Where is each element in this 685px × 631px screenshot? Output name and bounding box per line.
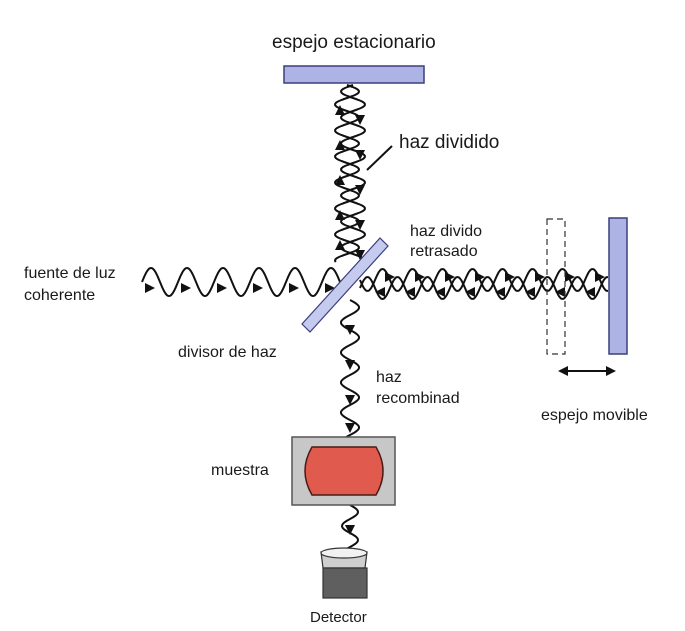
source-wave [141, 266, 341, 298]
beam-arrowheads [145, 105, 605, 535]
beam-arrowhead-28 [525, 287, 535, 297]
beam-arrowhead-21 [445, 272, 455, 282]
beam-arrowhead-6 [325, 283, 335, 293]
label-sample: muestra [211, 462, 269, 479]
label-stationary-mirror: espejo estacionario [272, 32, 436, 53]
label-beam-splitter: divisor de haz [178, 344, 277, 361]
beam-arrowhead-33 [345, 325, 355, 335]
beam-arrowhead-22 [435, 287, 445, 297]
beam-arrowhead-36 [345, 423, 355, 433]
mirror-travel-arrowhead-right [606, 366, 616, 376]
label-split-beam: haz dividido [399, 132, 499, 153]
label-detector: Detector [310, 609, 367, 626]
beam-arrowhead-17 [385, 272, 395, 282]
label-delayed-beam-2: retrasado [410, 243, 478, 260]
beam-arrowhead-1 [145, 283, 155, 293]
label-recombined-2: recombinad [376, 390, 460, 407]
beam-arrowhead-13 [335, 210, 345, 220]
beam-arrowhead-7 [335, 105, 345, 115]
beam-splitter [301, 237, 389, 333]
beam-arrowhead-37 [345, 525, 355, 535]
beam-arrowhead-5 [289, 283, 299, 293]
beam-arrowhead-31 [595, 272, 605, 282]
beam-arrowhead-20 [405, 287, 415, 297]
beam-arrowhead-34 [345, 360, 355, 370]
beam-arrowhead-23 [475, 272, 485, 282]
beam-arrowhead-30 [555, 287, 565, 297]
sample [304, 446, 384, 496]
beam-arrowhead-27 [535, 272, 545, 282]
beam-arrowhead-3 [217, 283, 227, 293]
detector-beam-wave [340, 504, 360, 553]
movable-mirror [608, 217, 628, 355]
beam-arrowhead-8 [355, 115, 365, 125]
beam-arrowhead-11 [335, 175, 345, 185]
beam-arrowhead-19 [415, 272, 425, 282]
beam-arrowhead-2 [181, 283, 191, 293]
beam-arrowhead-4 [253, 283, 263, 293]
beam-arrowhead-12 [355, 185, 365, 195]
label-source-2: coherente [24, 287, 95, 304]
label-delayed-beam-1: haz divido [410, 223, 482, 240]
label-movable-mirror: espejo movible [541, 407, 648, 424]
detector-body [322, 567, 368, 599]
beam-arrowhead-26 [495, 287, 505, 297]
beam-arrowhead-14 [355, 220, 365, 230]
label-source-1: fuente de luz [24, 265, 116, 282]
beam-arrowhead-15 [335, 240, 345, 250]
split-beam-leader [366, 145, 393, 171]
beam-arrowhead-10 [355, 150, 365, 160]
beam-arrowhead-25 [505, 272, 515, 282]
movable-mirror-ghost [546, 218, 566, 355]
label-recombined-1: haz [376, 369, 402, 386]
stationary-mirror [283, 65, 425, 84]
beam-arrowhead-32 [585, 287, 595, 297]
beam-arrowhead-29 [565, 272, 575, 282]
delayed-beam-wave-b [359, 276, 608, 300]
mirror-travel-arrowhead-left [558, 366, 568, 376]
beam-arrowhead-24 [465, 287, 475, 297]
split-beam-wave-a [334, 84, 360, 263]
recombined-beam-wave [340, 299, 360, 438]
beam-arrowhead-9 [335, 140, 345, 150]
beam-arrowhead-18 [375, 287, 385, 297]
beam-arrowhead-16 [355, 250, 365, 260]
beam-arrowhead-35 [345, 395, 355, 405]
detector-window [320, 547, 368, 559]
